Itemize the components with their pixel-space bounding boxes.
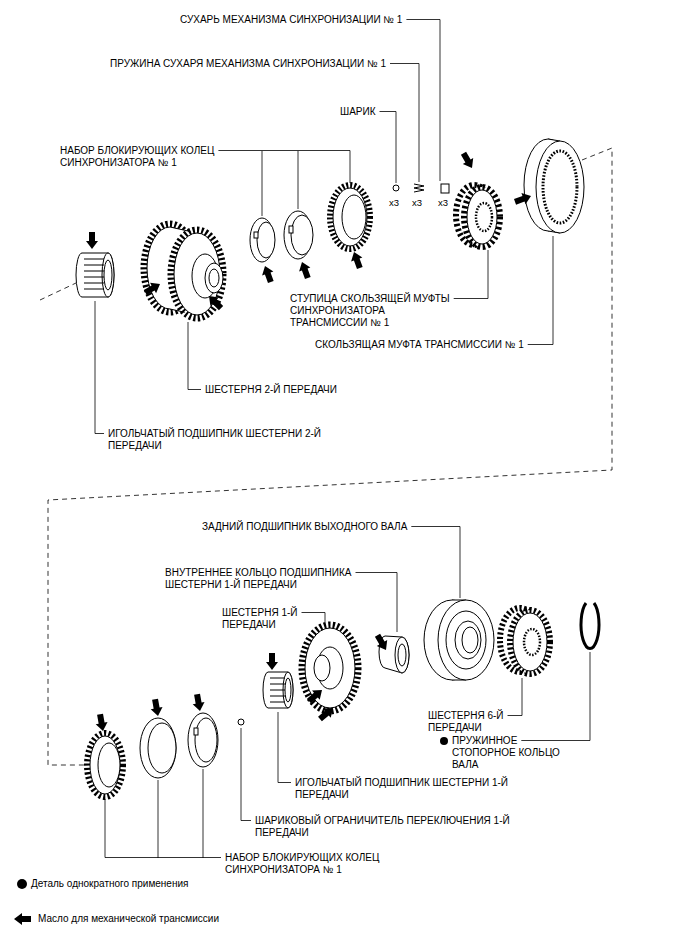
legend-text: Деталь однократного применения (31, 878, 188, 890)
leader-line (218, 151, 350, 184)
leader-line (521, 652, 590, 741)
part-label: СКОЛЬЗЯЩАЯ МУФТА ТРАНСМИССИИ № 1 (315, 339, 524, 351)
part-label: ИГОЛЬЧАТЫЙ ПОДШИПНИК ШЕСТЕРНИ 1-Й ПЕРЕДА… (295, 777, 535, 801)
leader-line (241, 728, 251, 821)
part-label: СУХАРЬ МЕХАНИЗМА СИНХРОНИЗАЦИИ № 1 (180, 14, 402, 26)
quantity-label: x3 (438, 197, 448, 209)
part-label: ШЕСТЕРНЯ 6-Й ПЕРЕДАЧИ (428, 710, 523, 734)
leader-line (406, 20, 440, 182)
part-label: ПРУЖИННОЕ СТОПОРНОЕ КОЛЬЦО ВАЛА (452, 735, 572, 771)
leader-line (508, 678, 523, 716)
part-label: НАБОР БЛОКИРУЮЩИХ КОЛЕЦ СИНХРОНИЗАТОРА №… (60, 145, 235, 169)
part-label: НАБОР БЛОКИРУЮЩИХ КОЛЕЦ СИНХРОНИЗАТОРА №… (225, 852, 400, 876)
part-label: ШАРИК (340, 106, 376, 118)
leader-line (302, 613, 326, 623)
part-label: ВНУТРЕННЕЕ КОЛЬЦО ПОДШИПНИКА ШЕСТЕРНИ 1-… (165, 567, 370, 591)
leader-line (380, 112, 397, 184)
leader-line (356, 573, 398, 633)
part-label: ШАРИКОВЫЙ ОГРАНИЧИТЕЛЬ ПЕРЕКЛЮЧЕНИЯ 1-Й … (255, 815, 520, 839)
leader-line (528, 236, 553, 345)
leader-line (95, 301, 104, 434)
part-label: ИГОЛЬЧАТЫЙ ПОДШИПНИК ШЕСТЕРНИ 2-Й ПЕРЕДА… (108, 428, 348, 452)
quantity-label: x3 (389, 197, 399, 209)
quantity-label: x3 (412, 197, 422, 209)
leader-line (390, 64, 419, 183)
leader-line (454, 250, 488, 299)
leader-line (411, 527, 460, 599)
part-label: ПРУЖИНА СУХАРЯ МЕХАНИЗМА СИНХРОНИЗАЦИИ №… (110, 58, 386, 70)
leader-line (105, 799, 221, 858)
part-label: ШЕСТЕРНЯ 2-Й ПЕРЕДАЧИ (205, 384, 337, 396)
part-label: СТУПИЦА СКОЛЬЗЯЩЕЙ МУФТЫ СИНХРОНИЗАТОРА … (290, 293, 465, 329)
legend-text: Масло для механической трансмиссии (38, 913, 219, 925)
part-label: ШЕСТЕРНЯ 1-Й ПЕРЕДАЧИ (222, 607, 317, 631)
leader-line (188, 322, 201, 390)
part-label: ЗАДНИЙ ПОДШИПНИК ВЫХОДНОГО ВАЛА (202, 521, 407, 533)
leader-line (278, 712, 291, 783)
